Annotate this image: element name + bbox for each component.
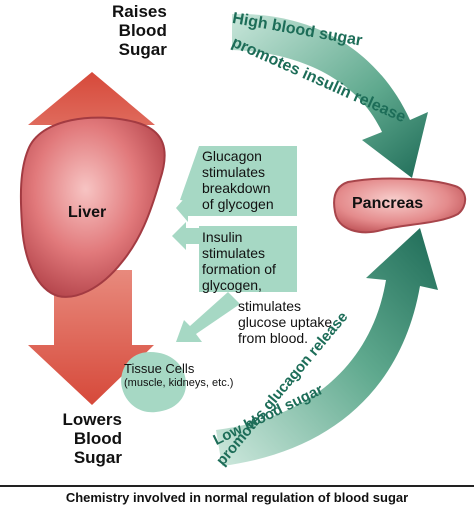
insulin-to-tissue-arrow [176, 292, 240, 342]
red-down-arrow [28, 270, 154, 405]
insulin-to-liver-arrow [172, 222, 199, 250]
pancreas-label: Pancreas [352, 195, 424, 212]
lowers-blood-sugar-label: Lowers Blood Sugar [62, 410, 122, 467]
pancreas-shape [333, 177, 467, 234]
glucagon-to-liver-arrow [176, 194, 199, 222]
diagram-caption: Chemistry involved in normal regulation … [65, 490, 409, 505]
glucagon-release-arrow [216, 228, 438, 466]
liver-shape [19, 116, 166, 298]
insulin-box [199, 226, 297, 292]
liver-label: Liver [68, 204, 107, 221]
glucagon-box-text: Glucagon stimulates breakdown of glycoge… [202, 148, 274, 212]
tissue-cells-text: Tissue Cells (muscle, kidneys, etc.) [124, 361, 234, 390]
glucose-uptake-text: stimulates glucose uptake from blood. [238, 298, 333, 346]
tissue-cells-shape [121, 352, 186, 413]
insulin-box-text: Insulin stimulates formation of glycogen… [202, 229, 276, 293]
insulin-release-arrow [232, 13, 428, 179]
glucagon-box [180, 146, 297, 216]
raises-blood-sugar-label: Raises Blood Sugar [112, 2, 167, 59]
